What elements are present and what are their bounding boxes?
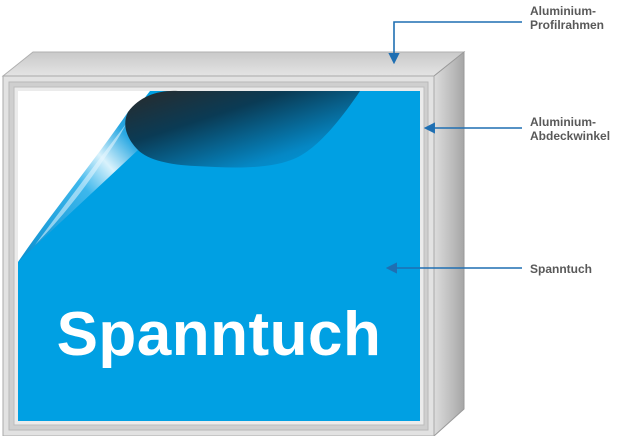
fabric-sheet [18,91,420,421]
frame-side-face [433,50,465,436]
fabric-curl [125,90,361,168]
label-abdeckwinkel-line2: Abdeckwinkel [530,129,611,143]
label-abdeckwinkel: Aluminium- Abdeckwinkel [530,115,610,143]
label-spanntuch: Spanntuch [530,262,592,276]
label-profilrahmen-line2: Profilrahmen [530,18,605,32]
frame-top-face [1,51,466,77]
label-profilrahmen-line1: Aluminium- [530,4,596,18]
arrow-profilrahmen [388,21,522,65]
fabric-peel-highlight [35,124,126,245]
panel-title: Spanntuch [56,300,382,369]
label-profilrahmen: Aluminium- Profilrahmen [530,4,604,32]
label-abdeckwinkel-line1: Aluminium- [530,115,596,129]
